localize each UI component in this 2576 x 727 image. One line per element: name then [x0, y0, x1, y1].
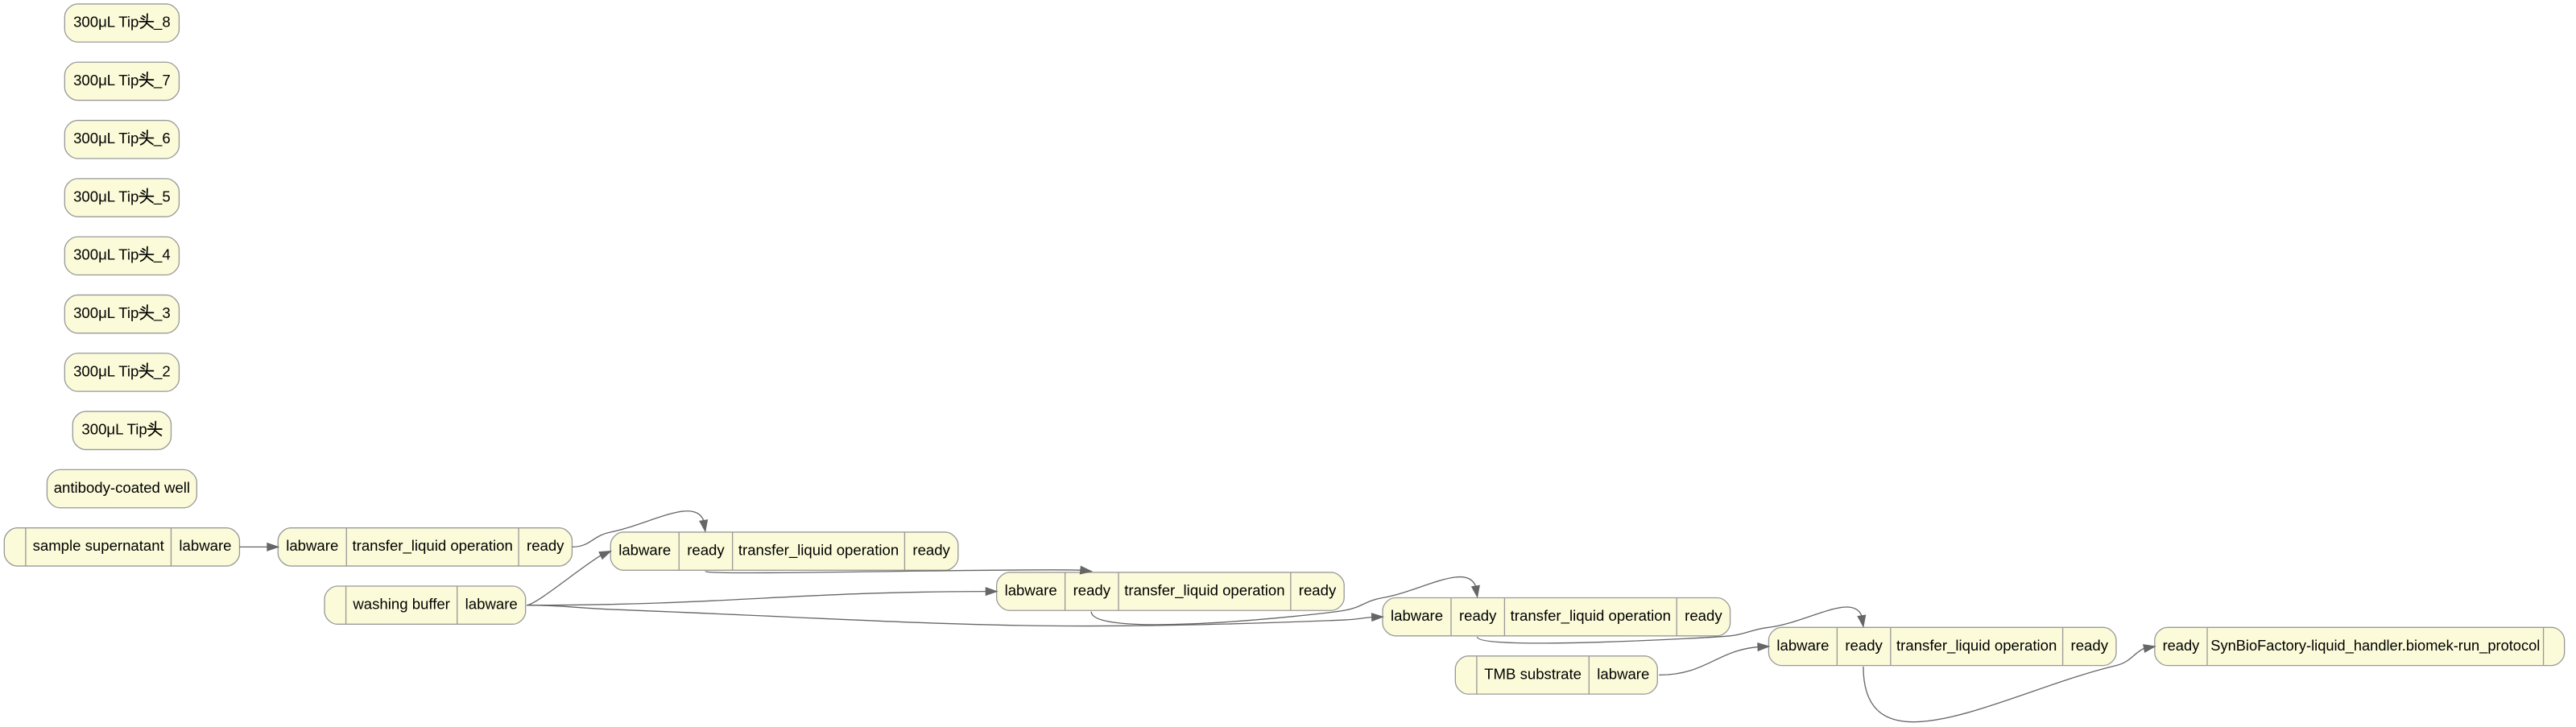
svg-text:labware: labware	[179, 537, 231, 554]
svg-text:300μL Tip: 300μL Tip	[73, 130, 139, 147]
svg-text:TMB substrate: TMB substrate	[1484, 665, 1582, 682]
svg-text:300μL Tip: 300μL Tip	[81, 421, 147, 438]
svg-text:labware: labware	[1391, 607, 1443, 624]
svg-text:ready: ready	[2071, 637, 2109, 654]
svg-text:ready: ready	[1845, 637, 1883, 654]
svg-text:antibody-coated well: antibody-coated well	[54, 479, 190, 496]
svg-text:300μL Tip: 300μL Tip	[73, 246, 139, 263]
svg-text:ready: ready	[1459, 607, 1497, 624]
svg-text:ready: ready	[1685, 607, 1722, 624]
svg-text:transfer_liquid operation: transfer_liquid operation	[1511, 607, 1671, 625]
svg-text:washing buffer: washing buffer	[352, 596, 449, 613]
svg-text:labware: labware	[1776, 637, 1829, 654]
svg-text:ready: ready	[687, 542, 725, 559]
svg-text:_6: _6	[153, 130, 171, 147]
svg-text:300μL Tip: 300μL Tip	[73, 362, 139, 379]
svg-text:transfer_liquid operation: transfer_liquid operation	[1896, 637, 2057, 655]
svg-text:_8: _8	[153, 14, 171, 31]
svg-text:_4: _4	[153, 246, 171, 264]
svg-text:labware: labware	[286, 537, 338, 554]
svg-text:labware: labware	[618, 542, 671, 559]
svg-text:sample supernatant: sample supernatant	[33, 537, 164, 554]
svg-text:SynBioFactory-liquid_handler.b: SynBioFactory-liquid_handler.biomek-run_…	[2210, 637, 2540, 655]
svg-text:ready: ready	[2163, 637, 2201, 654]
svg-text:_3: _3	[153, 304, 171, 322]
svg-text:ready: ready	[1299, 582, 1337, 599]
svg-text:transfer_liquid operation: transfer_liquid operation	[738, 542, 899, 560]
svg-text:300μL Tip: 300μL Tip	[73, 188, 139, 204]
svg-text:labware: labware	[465, 596, 518, 613]
svg-text:labware: labware	[1005, 582, 1057, 599]
svg-text:_2: _2	[153, 362, 171, 380]
svg-text:ready: ready	[527, 537, 564, 554]
svg-text:300μL Tip: 300μL Tip	[73, 14, 139, 31]
svg-text:300μL Tip: 300μL Tip	[73, 304, 139, 321]
svg-text:300μL Tip: 300μL Tip	[73, 72, 139, 89]
svg-text:ready: ready	[1073, 582, 1111, 599]
svg-text:_7: _7	[153, 72, 171, 89]
svg-text:ready: ready	[912, 542, 950, 559]
svg-text:_5: _5	[153, 188, 171, 205]
svg-text:transfer_liquid operation: transfer_liquid operation	[1124, 582, 1284, 600]
svg-text:labware: labware	[1597, 665, 1649, 682]
svg-text:transfer_liquid operation: transfer_liquid operation	[352, 537, 512, 555]
